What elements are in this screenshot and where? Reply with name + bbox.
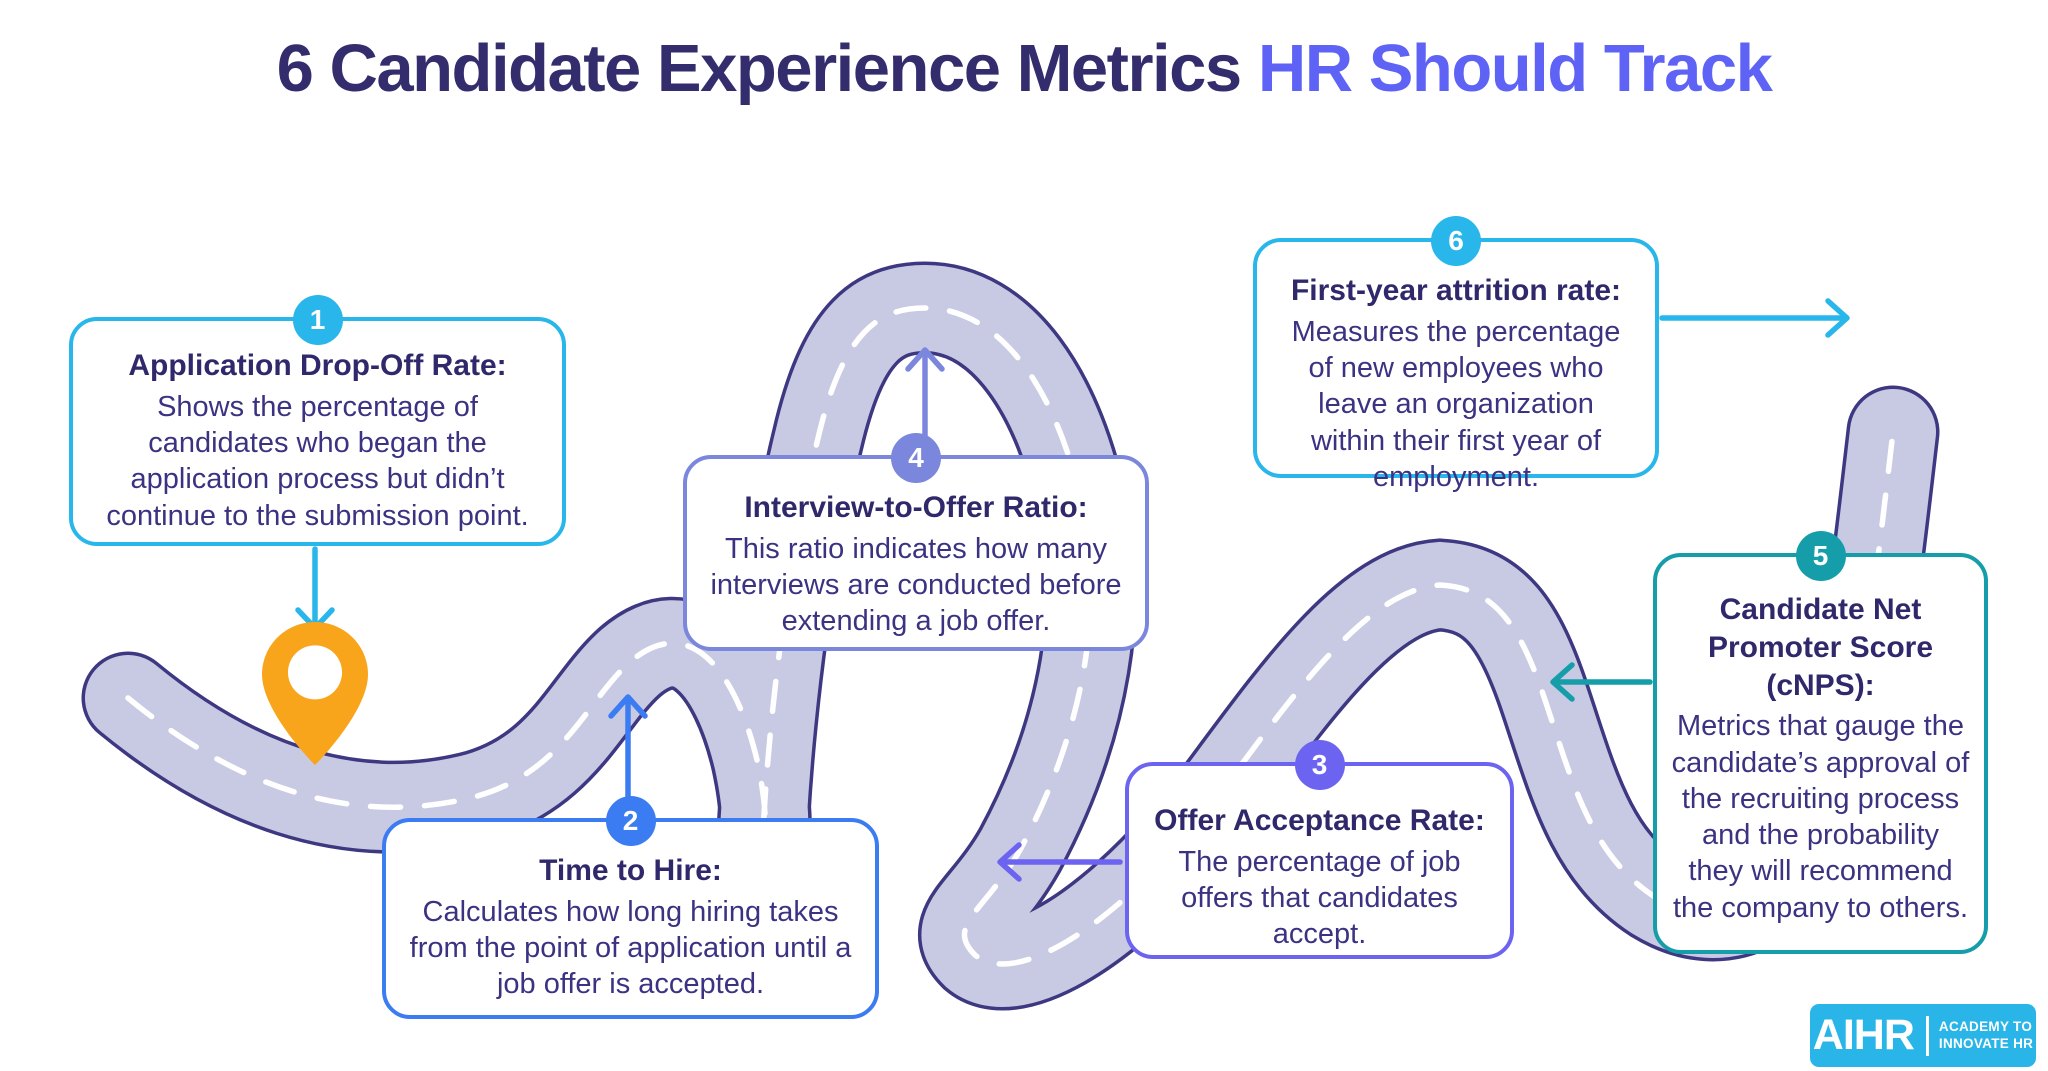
arrow-left-metric-3 bbox=[997, 842, 1123, 882]
metric-number-badge: 6 bbox=[1431, 216, 1481, 266]
metric-number-badge: 3 bbox=[1294, 740, 1345, 790]
metric-card-2: 2 Time to Hire: Calculates how long hiri… bbox=[382, 796, 879, 1019]
arrow-right-metric-6 bbox=[1659, 298, 1850, 338]
metric-card-6: 6 First-year attrition rate: Measures th… bbox=[1253, 216, 1659, 493]
metric-heading: Interview-to-Offer Ratio: bbox=[744, 491, 1088, 524]
arrow-up-metric-4 bbox=[905, 347, 945, 453]
metric-description: Shows the percentage of candidates who b… bbox=[106, 390, 529, 532]
metric-heading: Candidate Net Promoter Score (cNPS): bbox=[1707, 593, 1934, 702]
arrow-up-metric-2 bbox=[608, 694, 648, 815]
metric-number-badge: 5 bbox=[1795, 531, 1846, 581]
aihr-logo: AIHR ACADEMY TO INNOVATE HR bbox=[1810, 1004, 2036, 1067]
aihr-logo-tagline: ACADEMY TO INNOVATE HR bbox=[1938, 1019, 2034, 1051]
metric-heading: Offer Acceptance Rate: bbox=[1154, 804, 1485, 837]
page-title-accent: HR Should Track bbox=[1257, 31, 1773, 106]
metric-card-4: 4 Interview-to-Offer Ratio: This ratio i… bbox=[683, 433, 1149, 651]
road-center-line bbox=[125, 305, 1896, 967]
metric-card-3: 3 Offer Acceptance Rate: The percentage … bbox=[1125, 740, 1514, 959]
metric-number-badge: 2 bbox=[605, 796, 656, 846]
metric-card-1: 1 Application Drop-Off Rate: Shows the p… bbox=[69, 295, 566, 546]
metric-heading: Application Drop-Off Rate: bbox=[128, 349, 507, 382]
arrow-left-metric-5 bbox=[1550, 662, 1653, 702]
metric-description: This ratio indicates how many interviews… bbox=[710, 532, 1122, 638]
metric-heading: Time to Hire: bbox=[539, 854, 722, 887]
page-title-main: 6 Candidate Experience Metrics bbox=[276, 31, 1243, 106]
arrow-down-metric-1 bbox=[295, 546, 335, 631]
metric-heading: First-year attrition rate: bbox=[1290, 274, 1622, 307]
metric-number-badge: 4 bbox=[891, 433, 941, 483]
metric-description: The percentage of job offers that candid… bbox=[1178, 845, 1461, 951]
metric-description: Measures the percentage of new employees… bbox=[1291, 315, 1621, 493]
metric-description: Metrics that gauge the candidate’s appro… bbox=[1671, 710, 1970, 924]
page-title: 6 Candidate Experience Metrics HR Should… bbox=[0, 30, 2048, 107]
aihr-logo-brand: AIHR bbox=[1812, 1011, 1915, 1059]
logo-divider bbox=[1925, 1015, 1929, 1056]
metric-description: Calculates how long hiring takes from th… bbox=[409, 895, 852, 1001]
metric-card-5: 5 Candidate Net Promoter Score (cNPS): M… bbox=[1653, 531, 1988, 954]
metric-number-badge: 1 bbox=[292, 295, 343, 345]
road-path bbox=[81, 261, 1940, 1011]
